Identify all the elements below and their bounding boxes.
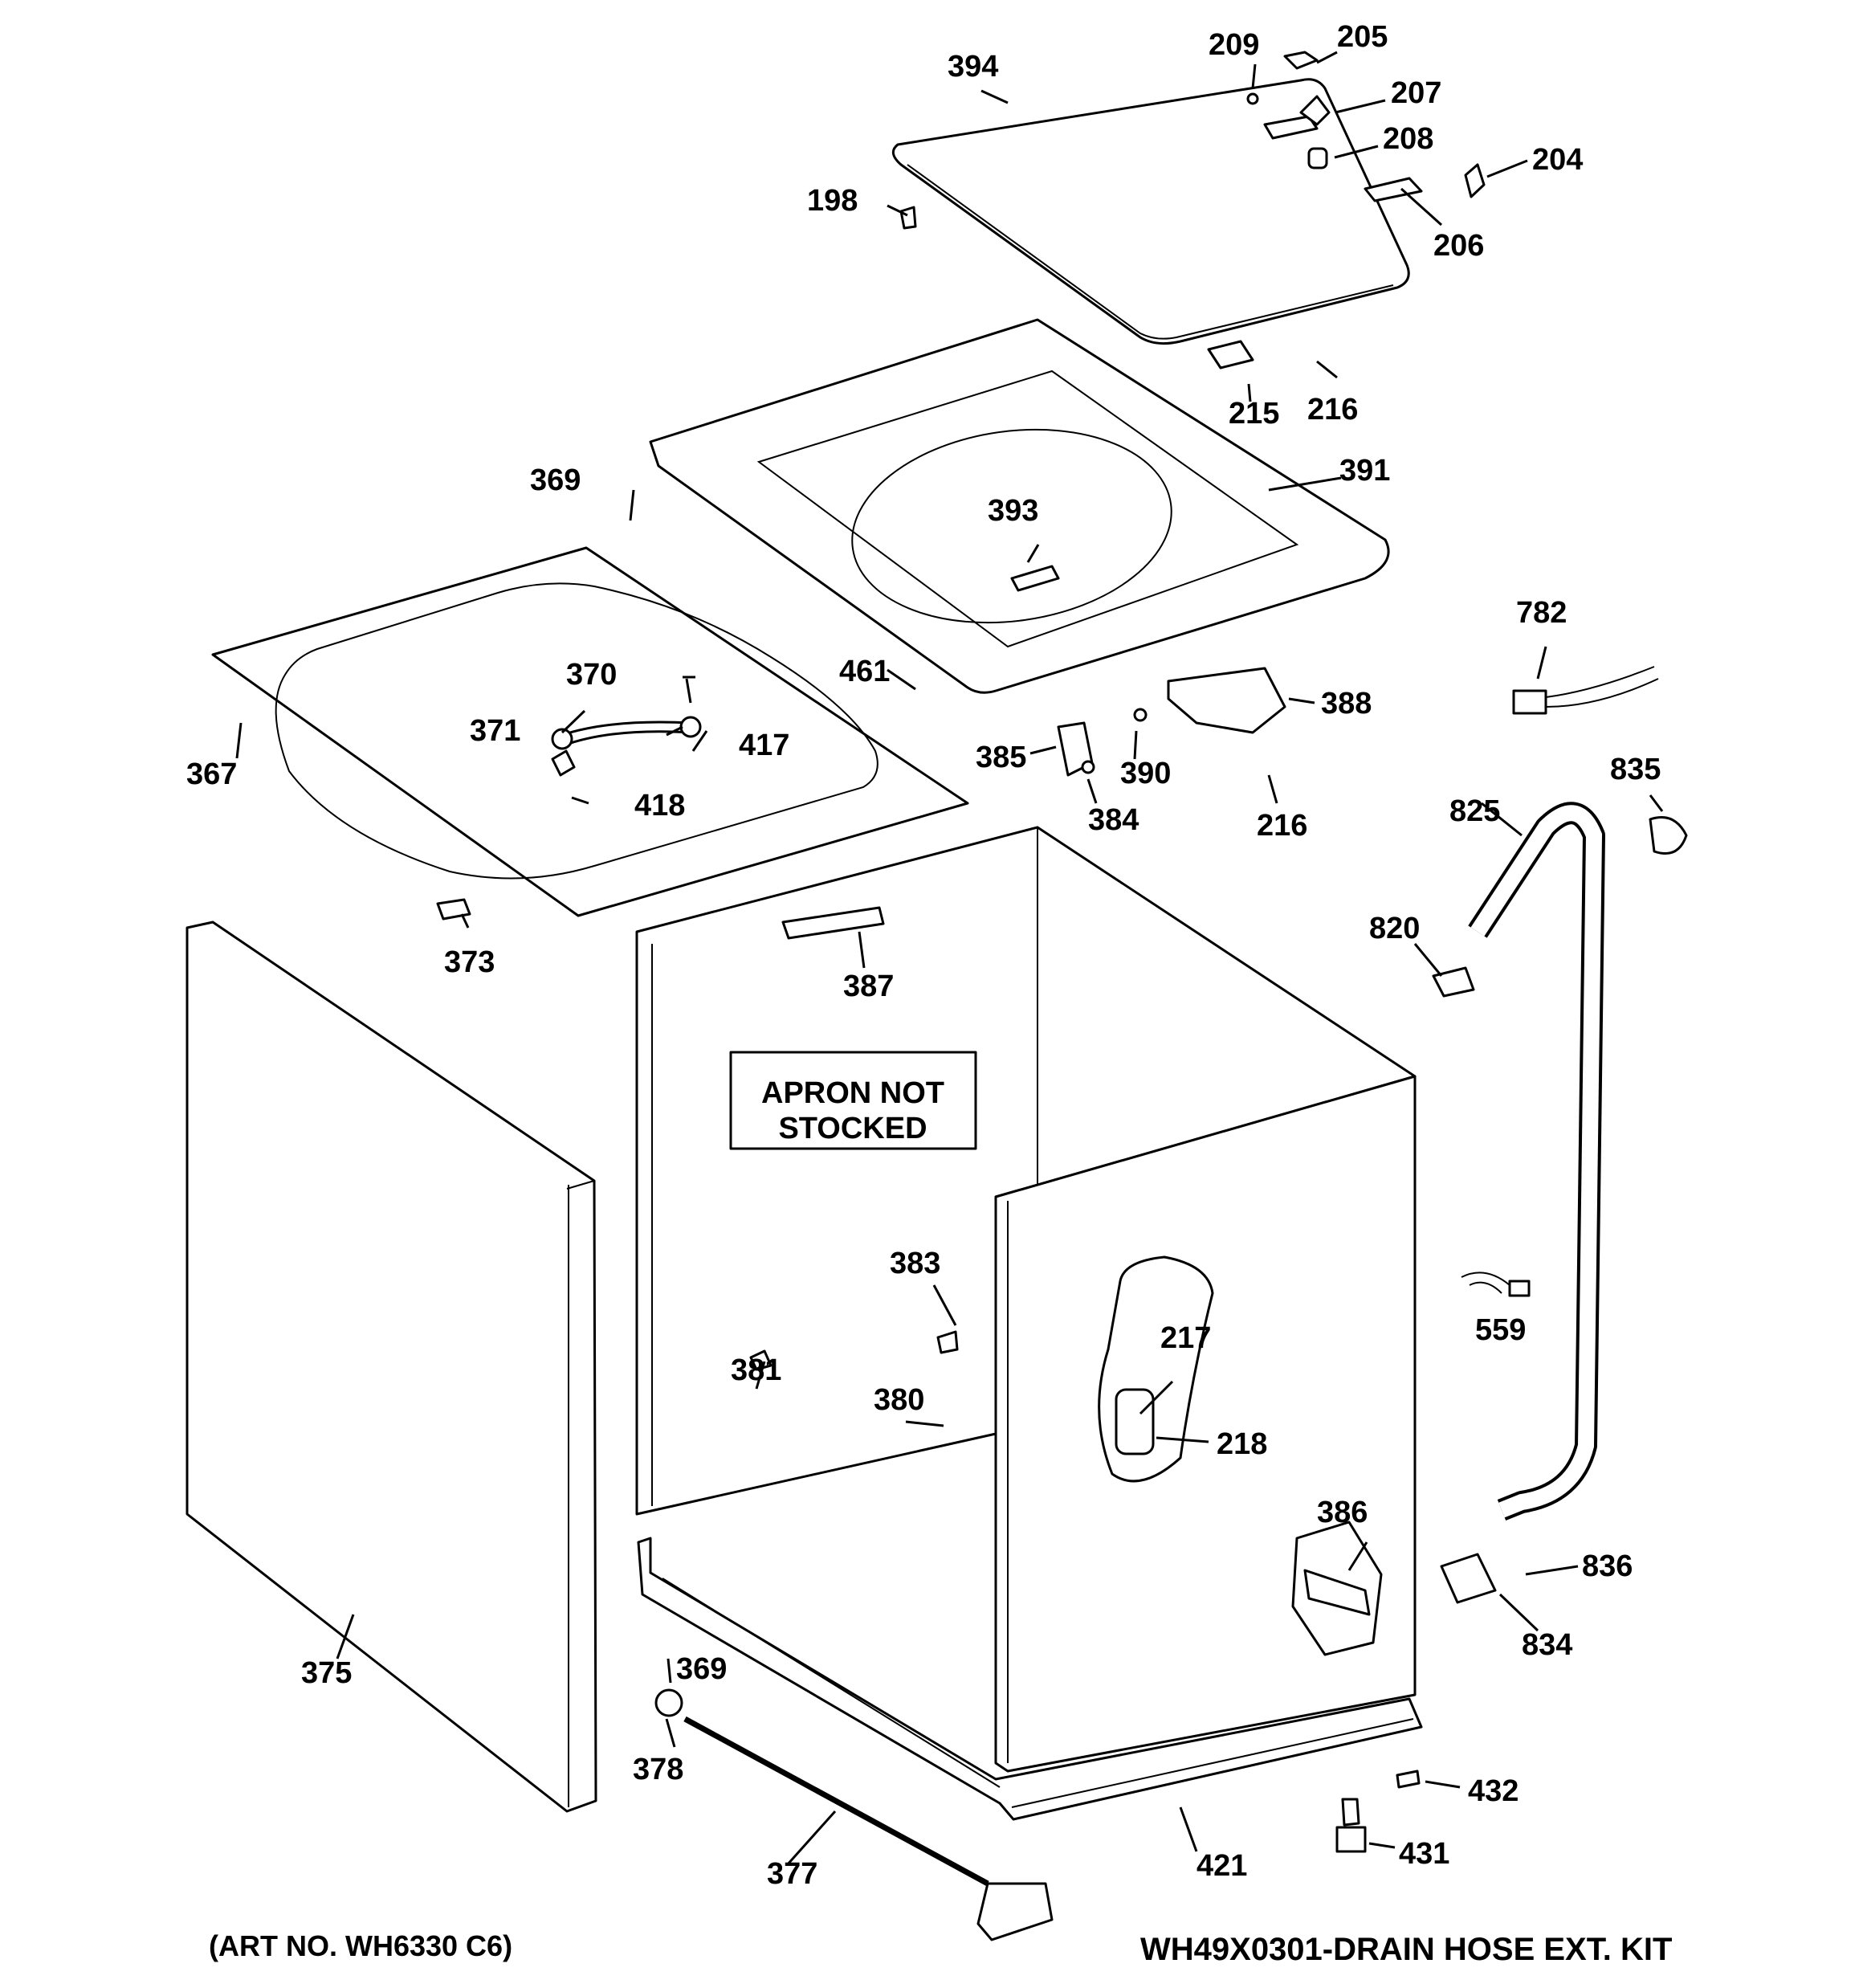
callout-820: 820 — [1369, 912, 1420, 945]
small-hardware — [436, 898, 1497, 1941]
callout-367: 367 — [186, 757, 237, 791]
cabinet — [635, 826, 1417, 1773]
callout-216-mid: 216 — [1257, 809, 1307, 843]
callout-418: 418 — [634, 789, 685, 823]
side-panel-375 — [185, 921, 597, 1813]
base-421 — [637, 1537, 1423, 1821]
callout-388: 388 — [1321, 687, 1372, 720]
callout-834: 834 — [1522, 1628, 1572, 1662]
callout-381: 381 — [731, 1353, 781, 1387]
callout-373: 373 — [444, 945, 495, 979]
callout-206: 206 — [1433, 229, 1484, 263]
callout-378: 378 — [633, 1753, 683, 1786]
callout-205: 205 — [1337, 20, 1388, 54]
callout-217: 217 — [1160, 1321, 1211, 1355]
callout-377: 377 — [767, 1857, 817, 1891]
callout-391: 391 — [1339, 454, 1390, 488]
callout-421: 421 — [1196, 1849, 1247, 1883]
callout-369-top: 369 — [530, 463, 581, 497]
callout-labels: 394 209 205 207 208 204 206 198 215 216 … — [186, 20, 1661, 1891]
callout-390: 390 — [1120, 757, 1171, 790]
lid-394 — [891, 78, 1410, 345]
callout-204: 204 — [1532, 143, 1583, 177]
callout-198: 198 — [807, 184, 858, 218]
leader-lines — [235, 51, 1664, 1867]
callout-432: 432 — [1468, 1774, 1519, 1808]
callout-417: 417 — [739, 729, 789, 762]
drain-hose-825 — [1432, 802, 1688, 1521]
callout-431: 431 — [1399, 1837, 1449, 1871]
frame-367 — [211, 546, 969, 917]
callout-782: 782 — [1516, 596, 1567, 630]
hinge-hardware — [899, 51, 1486, 230]
callout-218: 218 — [1217, 1427, 1267, 1461]
callout-216-top: 216 — [1307, 393, 1358, 427]
callout-393: 393 — [988, 494, 1038, 528]
drain-hose-kit-note: WH49X0301-DRAIN HOSE EXT. KIT — [1140, 1932, 1672, 1967]
callout-835: 835 — [1610, 753, 1661, 786]
callout-215: 215 — [1229, 397, 1279, 431]
callout-394: 394 — [948, 50, 998, 84]
callout-208: 208 — [1383, 122, 1433, 156]
callout-385: 385 — [976, 741, 1026, 774]
callout-825: 825 — [1449, 794, 1500, 828]
callout-209: 209 — [1209, 28, 1259, 62]
callout-386: 386 — [1317, 1496, 1368, 1529]
callout-461: 461 — [839, 655, 890, 688]
callout-387: 387 — [843, 970, 894, 1003]
callout-559: 559 — [1475, 1313, 1526, 1347]
callout-383: 383 — [890, 1247, 940, 1280]
callout-380: 380 — [874, 1383, 924, 1417]
notice-line-1: APRON NOT — [761, 1076, 944, 1110]
art-number: (ART NO. WH6330 C6) — [209, 1929, 512, 1962]
callout-375: 375 — [301, 1656, 352, 1690]
callout-369-bottom: 369 — [676, 1652, 727, 1686]
callout-371: 371 — [470, 714, 520, 748]
callout-836: 836 — [1582, 1549, 1633, 1583]
callout-370: 370 — [566, 658, 617, 692]
top-panel-391 — [649, 318, 1390, 694]
harness-782 — [1512, 666, 1659, 715]
callout-207: 207 — [1391, 76, 1441, 110]
notice-line-2: STOCKED — [778, 1112, 927, 1145]
brackets — [1057, 667, 1286, 777]
callout-384: 384 — [1088, 803, 1139, 837]
